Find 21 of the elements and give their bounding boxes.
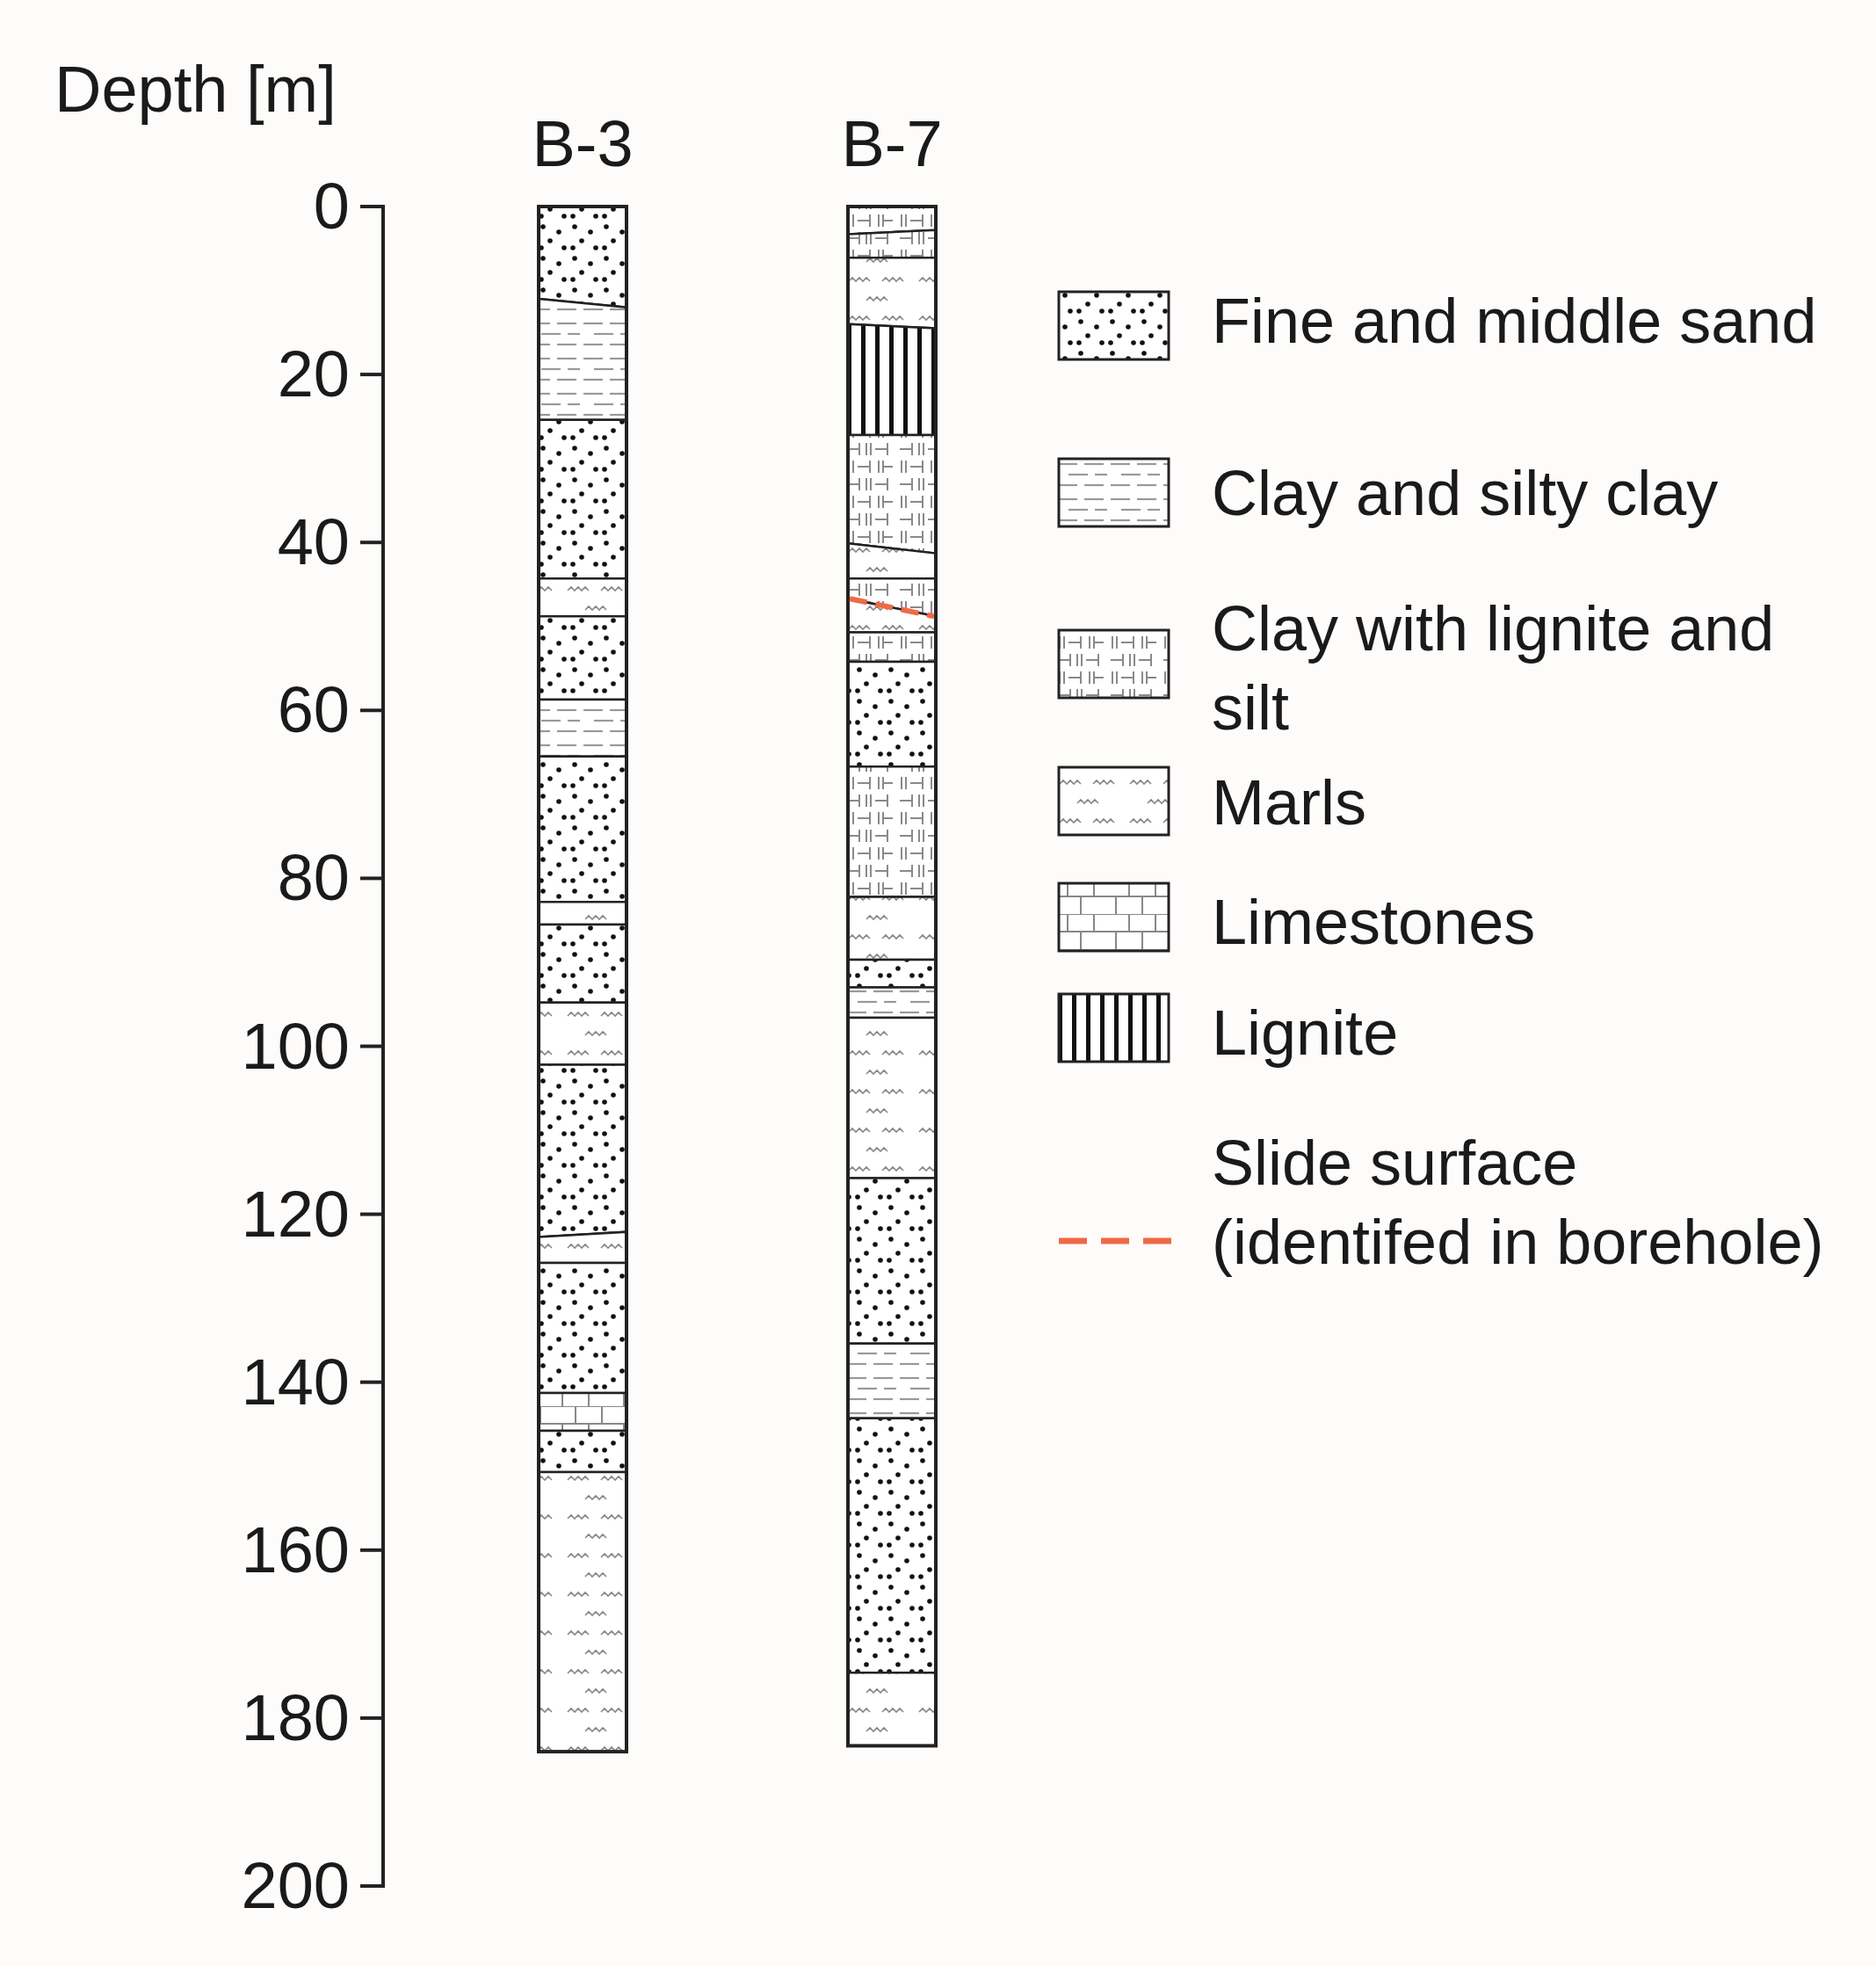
- borehole-label: B-7: [841, 106, 943, 182]
- legend-label: Clay and silty clay: [1212, 457, 1720, 530]
- legend-label: Fine and middle sand: [1212, 285, 1818, 358]
- tick-label: 120: [241, 1176, 350, 1252]
- borehole-label: B-3: [532, 106, 634, 182]
- legend-label: Lignite: [1212, 997, 1400, 1070]
- tick-label: 200: [241, 1848, 350, 1924]
- legend-label: Limestones: [1212, 886, 1537, 959]
- tick-label: 20: [277, 337, 350, 413]
- tick-label: 100: [241, 1008, 350, 1085]
- tick-label: 180: [241, 1679, 350, 1756]
- tick-label: 140: [241, 1344, 350, 1420]
- legend-label: Clay with lignite and silt: [1212, 592, 1776, 744]
- tick-label: 60: [277, 672, 350, 749]
- axis-title: Depth [m]: [54, 52, 337, 127]
- tick-label: 0: [313, 169, 350, 244]
- legend-label: Marls: [1212, 766, 1367, 839]
- tick-label: 40: [277, 504, 350, 581]
- tick-label: 80: [277, 840, 350, 917]
- tick-label: 160: [241, 1512, 350, 1588]
- legend-label: Slide surface (identifed in borehole): [1212, 1127, 1825, 1279]
